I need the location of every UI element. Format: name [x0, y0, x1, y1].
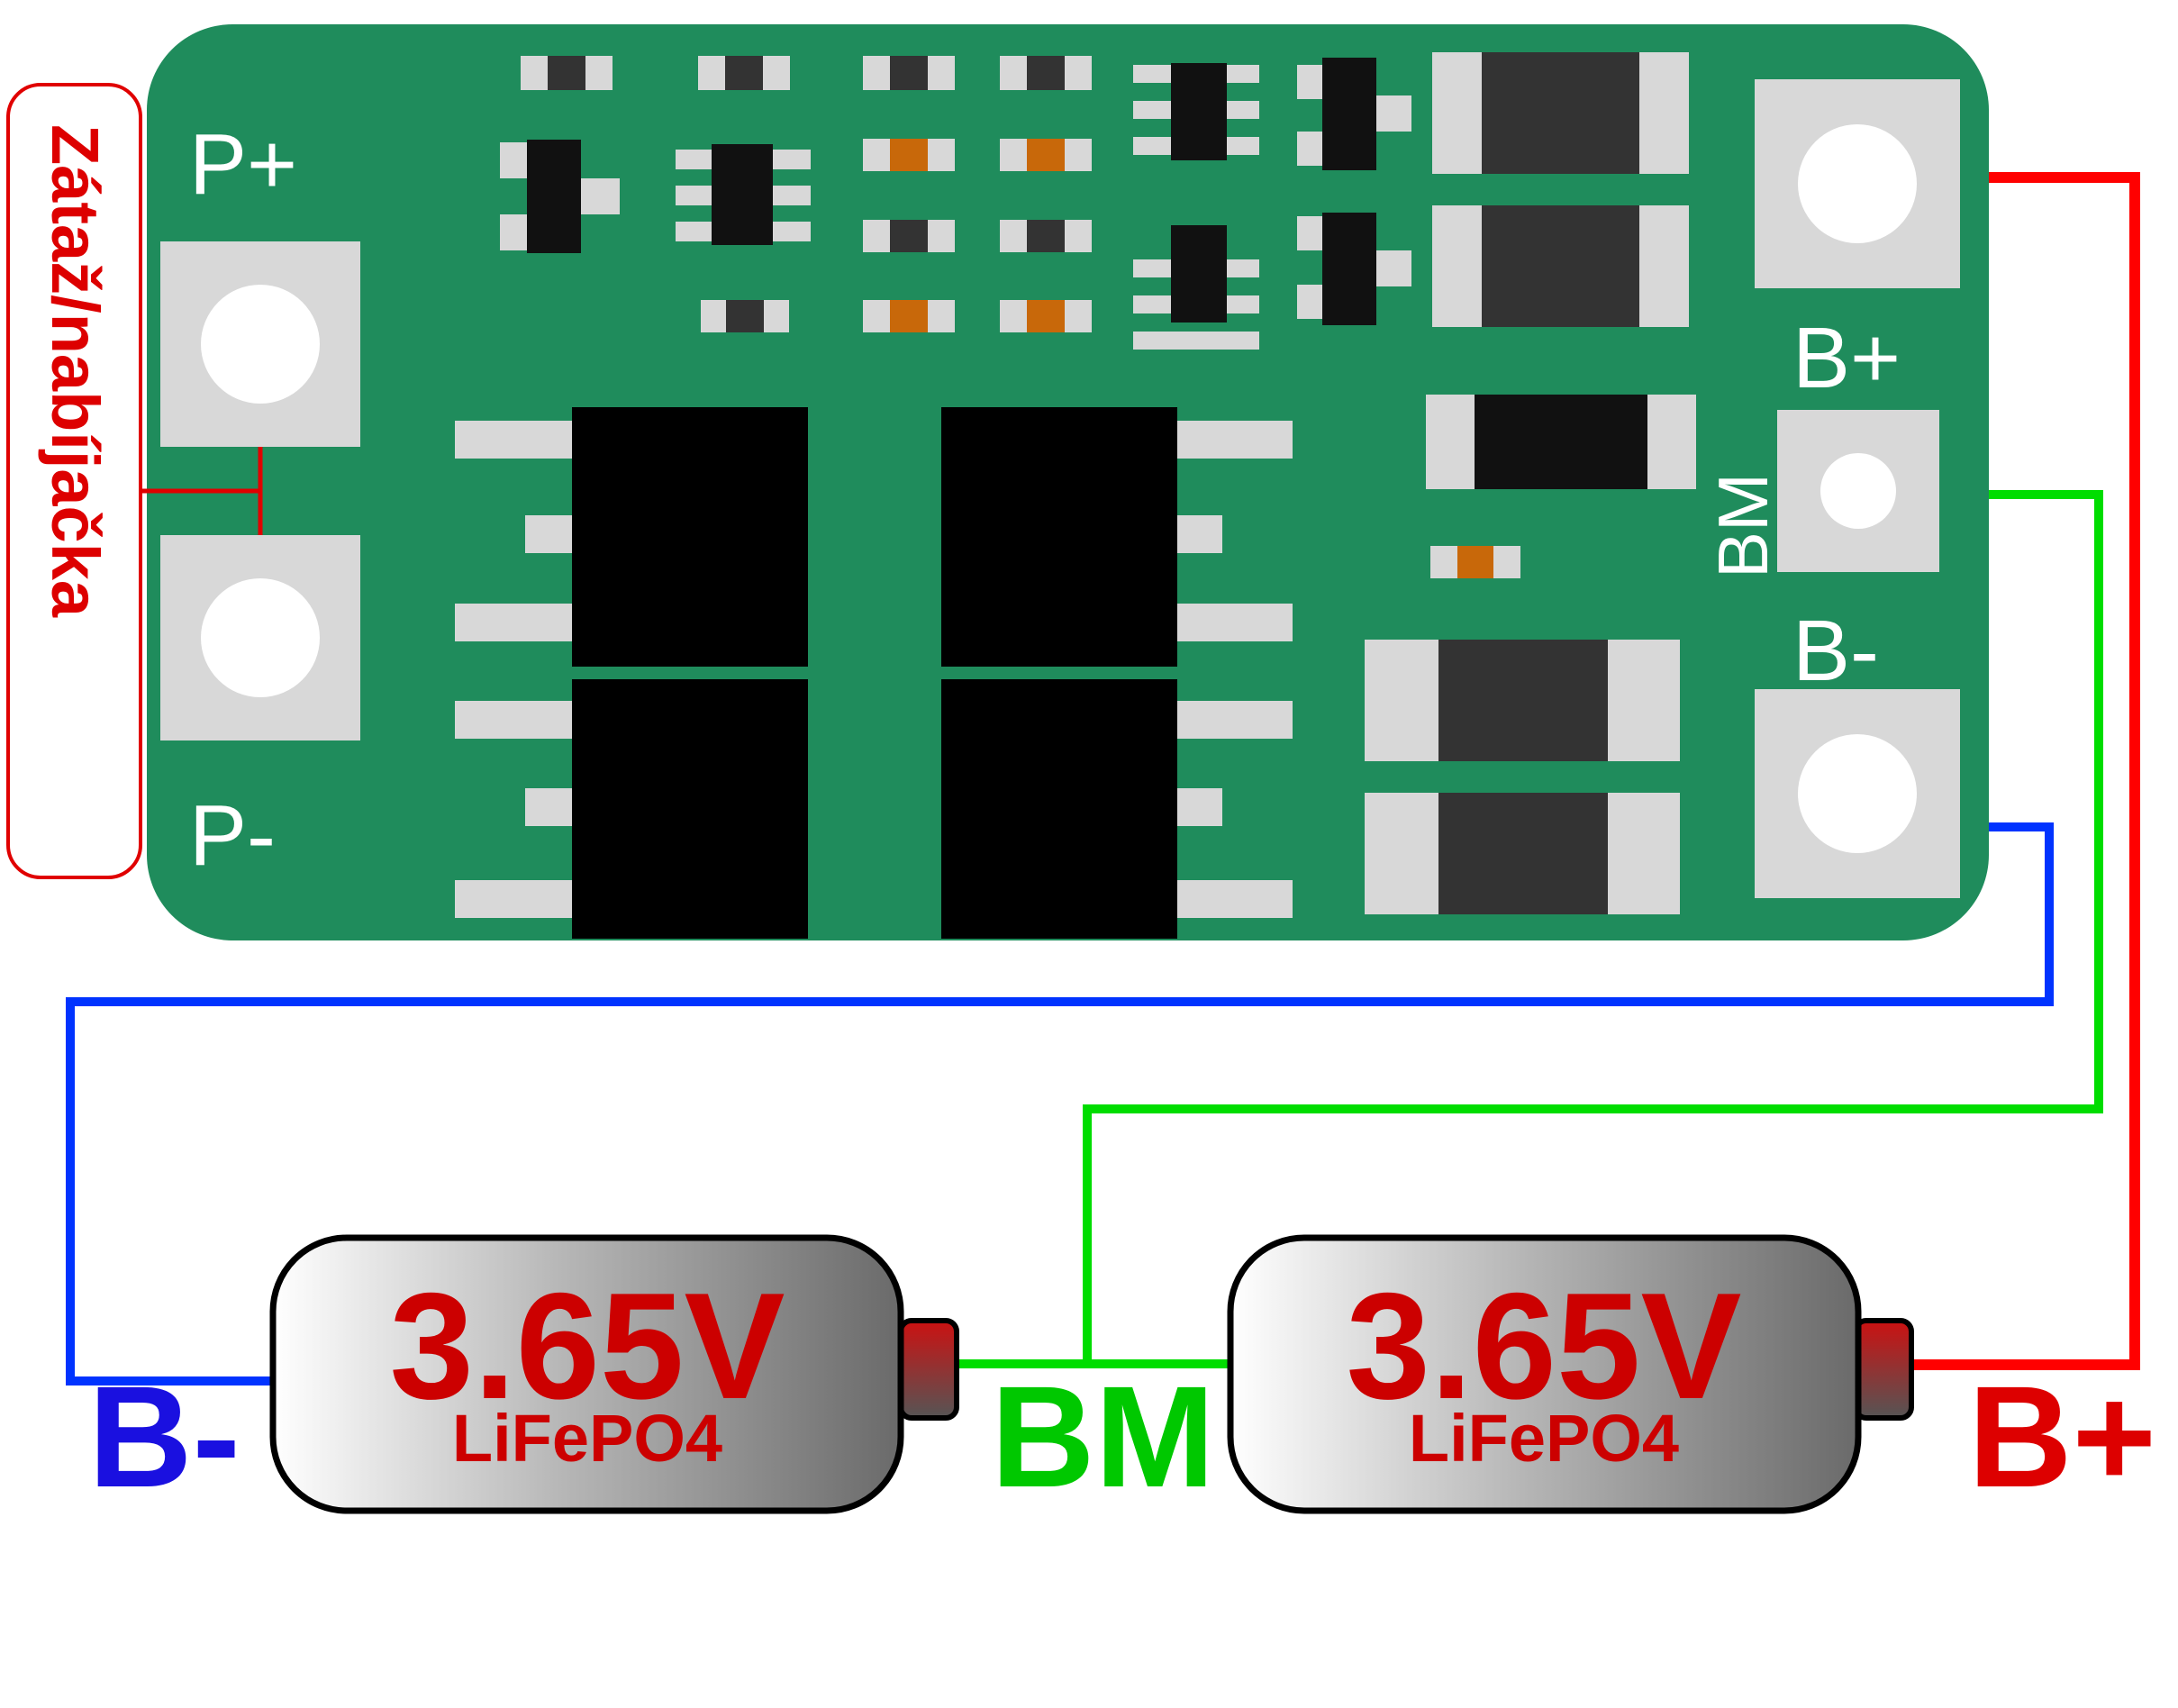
b-plus-wire: [1910, 172, 2140, 1370]
protection-ic-upper: [1133, 63, 1259, 160]
b-minus-label: B-: [1792, 603, 1879, 699]
protection-ic-lower: [1133, 225, 1259, 350]
pad-b-plus: [1755, 79, 1960, 288]
b-minus-terminal-label: B-: [88, 1356, 240, 1517]
sot-transistor: [500, 140, 620, 253]
cell-2-chemistry: LiFePO4: [1409, 1401, 1679, 1476]
load-label: Zátaž/nabíjačka: [38, 124, 113, 618]
mosfet-small-lower: [1297, 213, 1411, 325]
p-plus-label: P+: [189, 116, 297, 213]
b-minus-wire: [66, 822, 2054, 1385]
resistor-large-2: [1432, 205, 1689, 327]
pad-b-minus: [1755, 689, 1960, 898]
p-minus-label: P-: [189, 787, 276, 884]
mosfet-right: [941, 407, 1293, 939]
mosfet-left: [455, 407, 808, 939]
battery-cell-2: 3.65V LiFePO4: [1227, 1234, 1914, 1514]
resistor-mid: [1426, 395, 1696, 489]
pad-p-minus: [160, 535, 360, 740]
battery-cell-1: 3.65V LiFePO4: [269, 1234, 959, 1514]
b-plus-label: B+: [1792, 310, 1901, 406]
b-plus-terminal-label: B+: [1968, 1356, 2156, 1517]
cell-2-voltage: 3.65V: [1346, 1261, 1741, 1431]
cell-1-chemistry: LiFePO4: [452, 1401, 722, 1476]
pad-p-plus: [160, 241, 360, 447]
load-label-box: [6, 83, 142, 879]
cell-1-voltage: 3.65V: [389, 1261, 785, 1431]
bm-terminal-label: BM: [991, 1356, 1215, 1517]
pad-bm: [1777, 410, 1939, 572]
resistor-large-1: [1432, 52, 1689, 174]
smd-components-top: [521, 56, 1520, 578]
resistor-large-4: [1365, 793, 1680, 914]
bm-label: BM: [1703, 473, 1783, 578]
bm-wire: [1083, 490, 2103, 1364]
resistor-large-3: [1365, 640, 1680, 761]
protection-ic: [676, 144, 811, 245]
mosfet-small-upper: [1297, 58, 1411, 170]
